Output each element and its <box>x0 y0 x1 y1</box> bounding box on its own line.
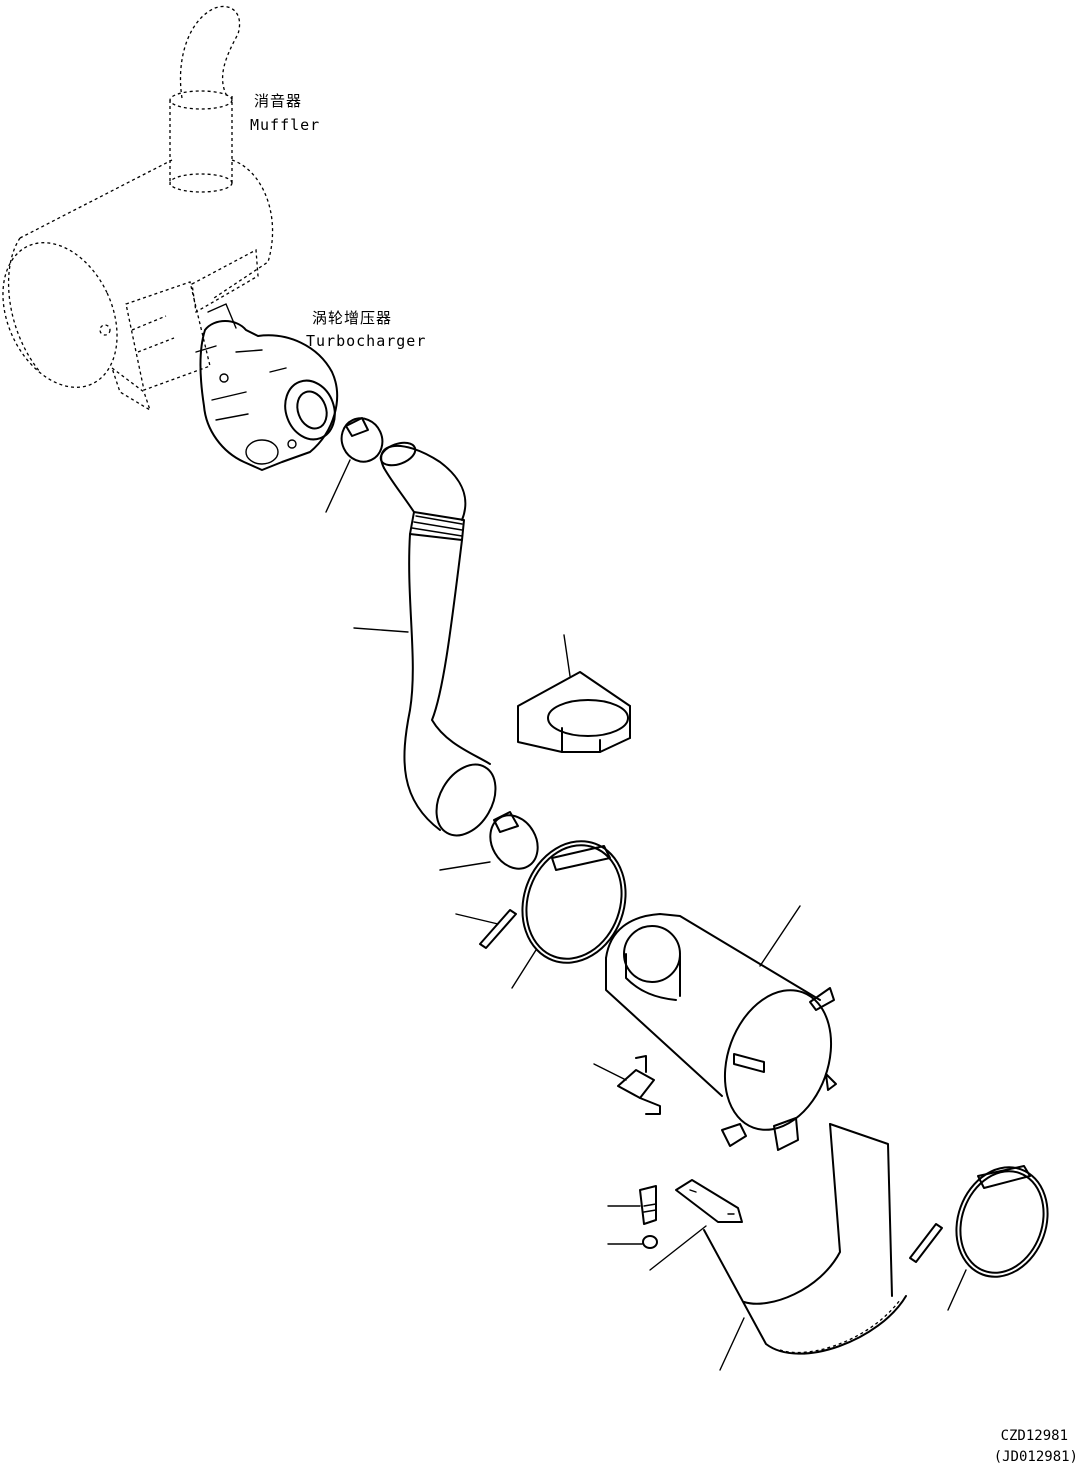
turbocharger-label-cn: 涡轮增压器 <box>312 309 393 327</box>
band-clamp-right <box>909 1165 1049 1311</box>
muffler-label-cn: 消音器 <box>254 92 303 110</box>
muffler <box>2 5 274 388</box>
rubber-block <box>517 634 631 753</box>
muffler-label-en: Muffler <box>250 116 321 134</box>
intake-hose <box>353 441 497 837</box>
band-clamp <box>455 840 627 989</box>
hose-clamp-upper <box>325 417 384 513</box>
drawing-code: CZD12981 <box>1000 1428 1068 1444</box>
dust-indicator <box>593 1055 661 1115</box>
hose-clamp-lower <box>439 811 539 871</box>
bracket-duct <box>649 1123 907 1371</box>
drawing-code-secondary: (JD012981) <box>993 1449 1078 1465</box>
turbocharger <box>195 303 339 471</box>
turbocharger-label-en: Turbocharger <box>306 332 427 350</box>
air-cleaner <box>605 905 837 1151</box>
exhaust-connector <box>110 281 211 412</box>
bolt-washer <box>607 1185 658 1249</box>
